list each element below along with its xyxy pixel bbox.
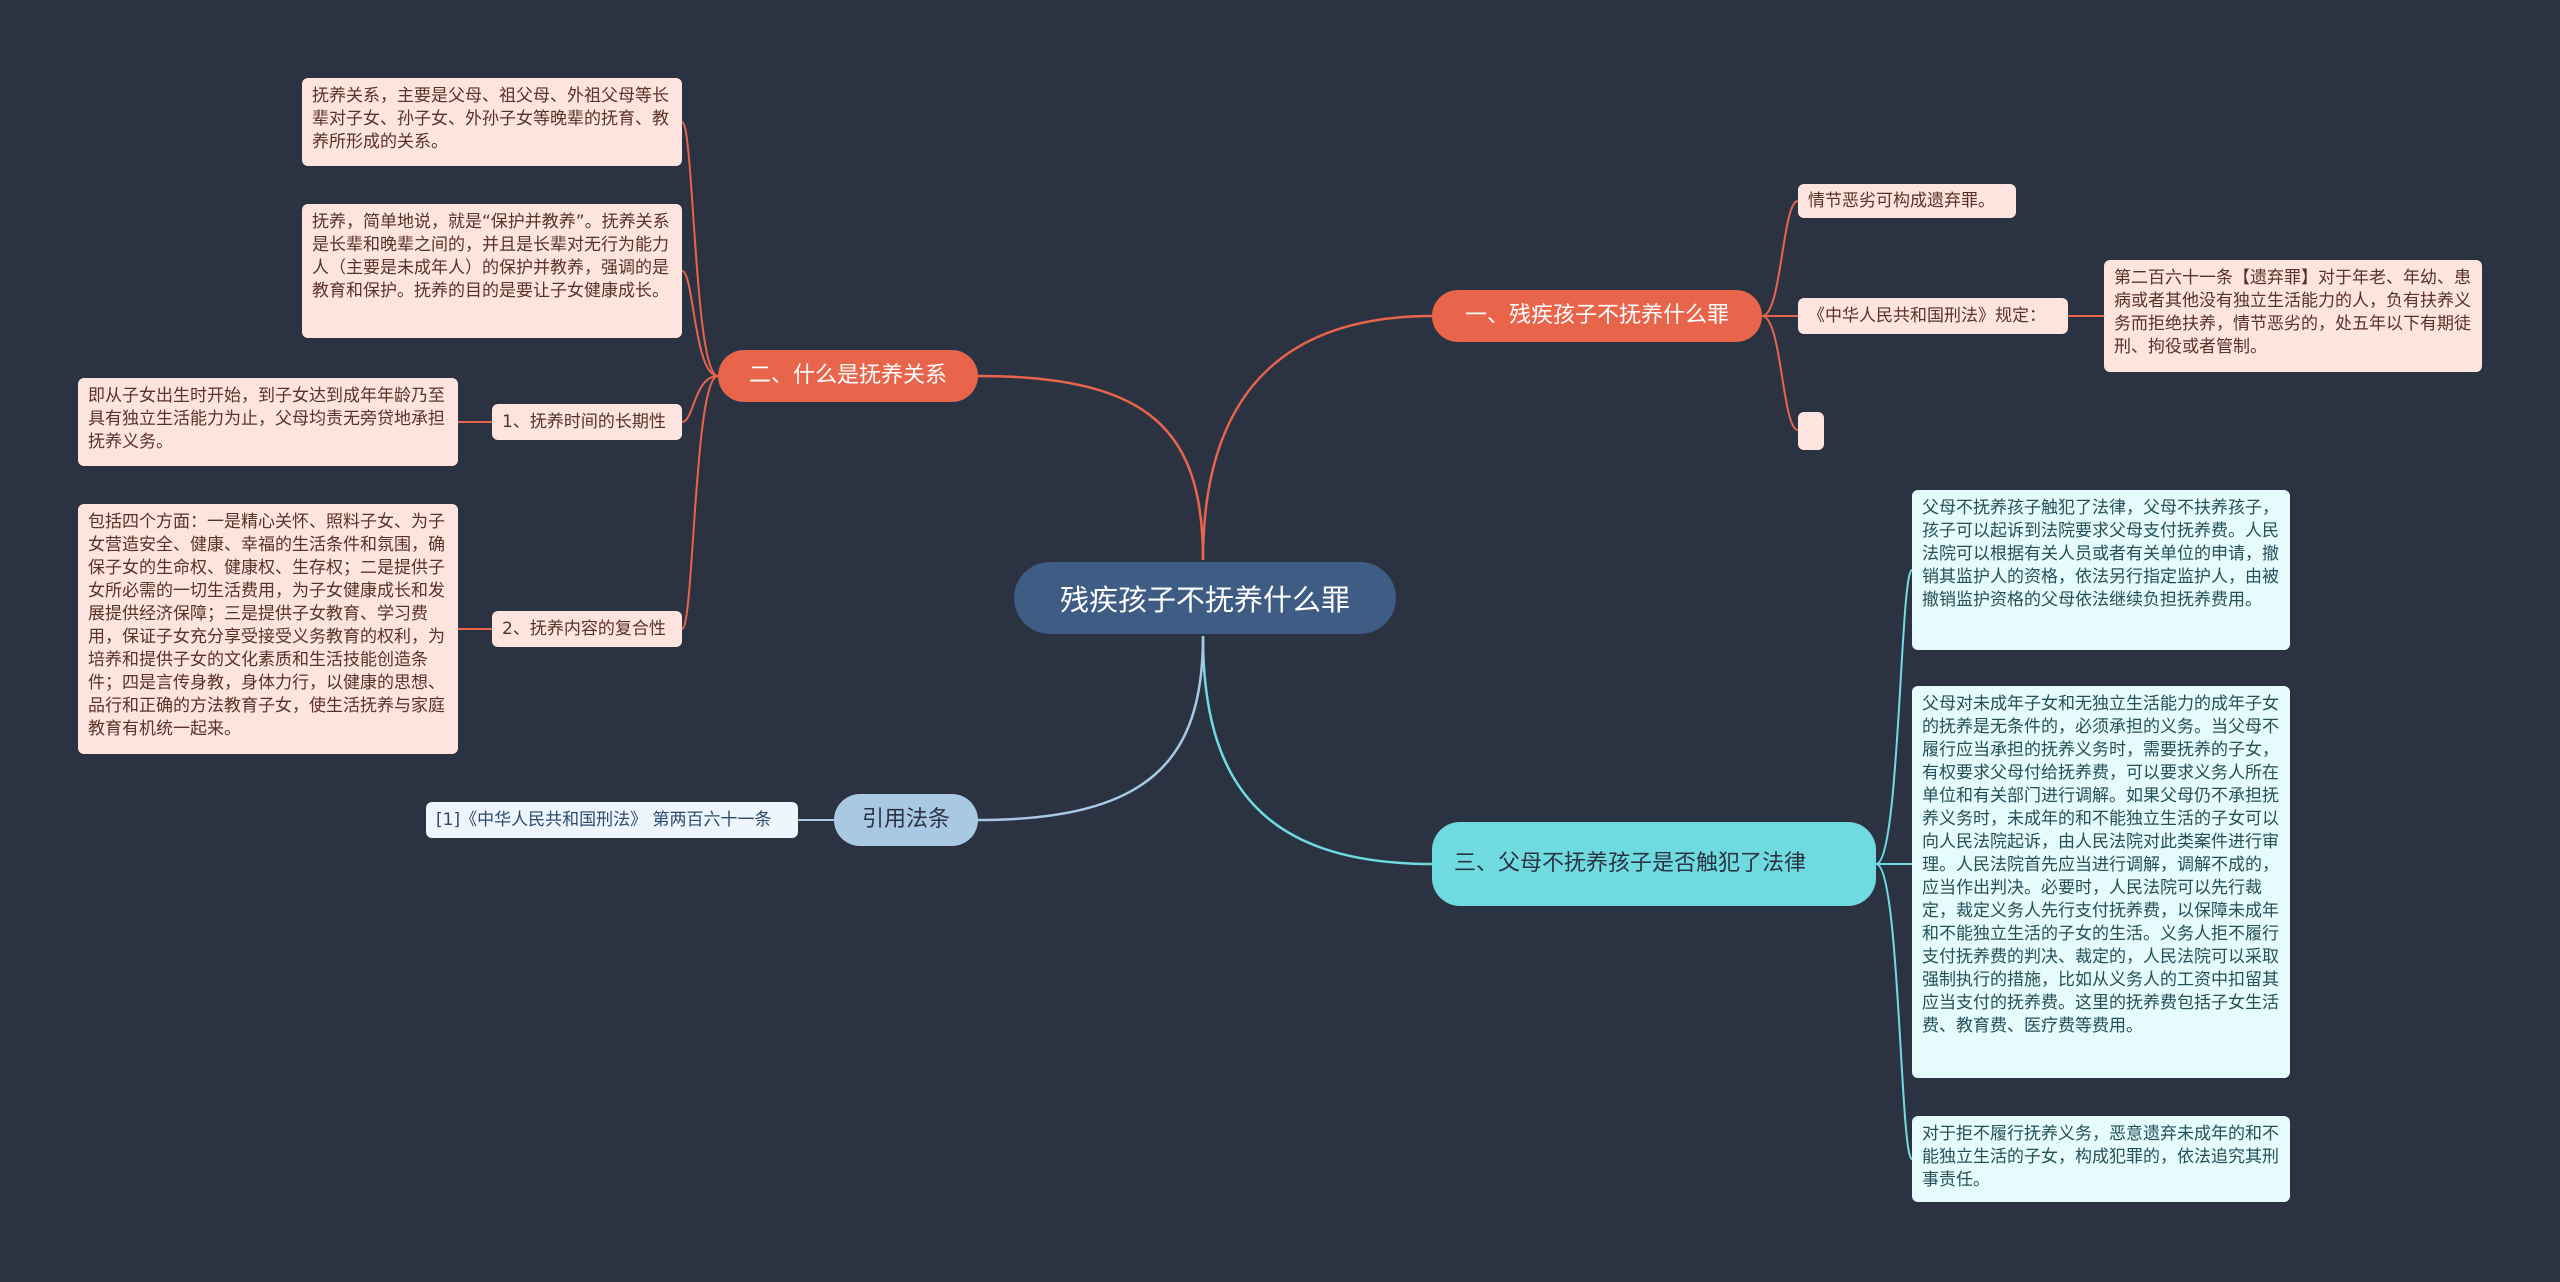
branch-2-sub-1[interactable]: 1、抚养时间的长期性 (492, 404, 682, 440)
branch-3-label: 三、父母不抚养孩子是否触犯了法律 (1454, 851, 1807, 876)
branch-2-label: 二、什么是抚养关系 (748, 363, 947, 388)
link-branch3-leaf3 (1875, 863, 1913, 1160)
branch-2-leaf-2[interactable]: 抚养，简单地说，就是“保护并教养”。抚养关系是长辈和晚辈之间的，并且是长辈对无行… (302, 204, 682, 338)
branch-1-empty-node[interactable] (1798, 412, 1824, 450)
link-branch2-sub2 (681, 375, 719, 630)
branch-2-sub-2-leaf[interactable]: 包括四个方面：一是精心关怀、照料子女、为子女营造安全、健康、幸福的生活条件和氛围… (78, 504, 458, 754)
link-root-branch2 (977, 374, 1205, 561)
link-root-branch3 (1201, 635, 1433, 866)
root-topic-label: 残疾孩子不抚养什么罪 (1059, 583, 1350, 617)
root-topic[interactable]: 残疾孩子不抚养什么罪 (1014, 562, 1396, 634)
branch-2-sub-1-leaf[interactable]: 即从子女出生时开始，到子女达到成年年龄乃至具有独立生活能力为止，父母均责无旁贷地… (78, 378, 458, 466)
branch-4-label: 引用法条 (861, 807, 950, 832)
branch-1-topic[interactable]: 一、残疾孩子不抚养什么罪 (1432, 290, 1762, 342)
link-branch1-empty (1761, 315, 1799, 431)
link-branch2-leaf2 (681, 270, 719, 377)
branch-2-leaf-1[interactable]: 抚养关系，主要是父母、祖父母、外祖父母等长辈对子女、孙子女、外孙子女等晚辈的抚育… (302, 78, 682, 166)
link-branch3-leaf1 (1875, 569, 1913, 865)
branch-2-sub-2[interactable]: 2、抚养内容的复合性 (492, 611, 682, 647)
link-branch2-sub1 (681, 375, 719, 423)
branch-1-sub-1[interactable]: 《中华人民共和国刑法》规定： (1798, 298, 2068, 334)
branch-3-leaf-2[interactable]: 父母对未成年子女和无独立生活能力的成年子女的抚养是无条件的，必须承担的义务。当父… (1912, 686, 2290, 1078)
branch-3-leaf-1[interactable]: 父母不抚养孩子触犯了法律，父母不扶养孩子，孩子可以起诉到法院要求父母支付抚养费。… (1912, 490, 2290, 650)
branch-1-leaf-1[interactable]: 情节恶劣可构成遗弃罪。 (1798, 184, 2016, 218)
link-branch1-leaf1 (1761, 200, 1799, 317)
branch-3-topic[interactable]: 三、父母不抚养孩子是否触犯了法律 (1432, 822, 1876, 906)
branch-3-leaf-3[interactable]: 对于拒不履行抚养义务，恶意遗弃未成年的和不能独立生活的子女，构成犯罪的，依法追究… (1912, 1116, 2290, 1202)
branch-1-sub-1-leaf[interactable]: 第二百六十一条【遗弃罪】对于年老、年幼、患病或者其他没有独立生活能力的人，负有扶… (2104, 260, 2482, 372)
link-root-branch1 (1201, 314, 1433, 561)
branch-4-leaf-1[interactable]: [1]《中华人民共和国刑法》 第两百六十一条 (426, 802, 798, 838)
branch-1-label: 一、残疾孩子不抚养什么罪 (1464, 303, 1729, 328)
link-root-branch4 (977, 635, 1205, 822)
branch-2-topic[interactable]: 二、什么是抚养关系 (718, 350, 978, 402)
link-branch2-leaf1 (681, 121, 719, 377)
branch-4-topic[interactable]: 引用法条 (834, 794, 978, 846)
